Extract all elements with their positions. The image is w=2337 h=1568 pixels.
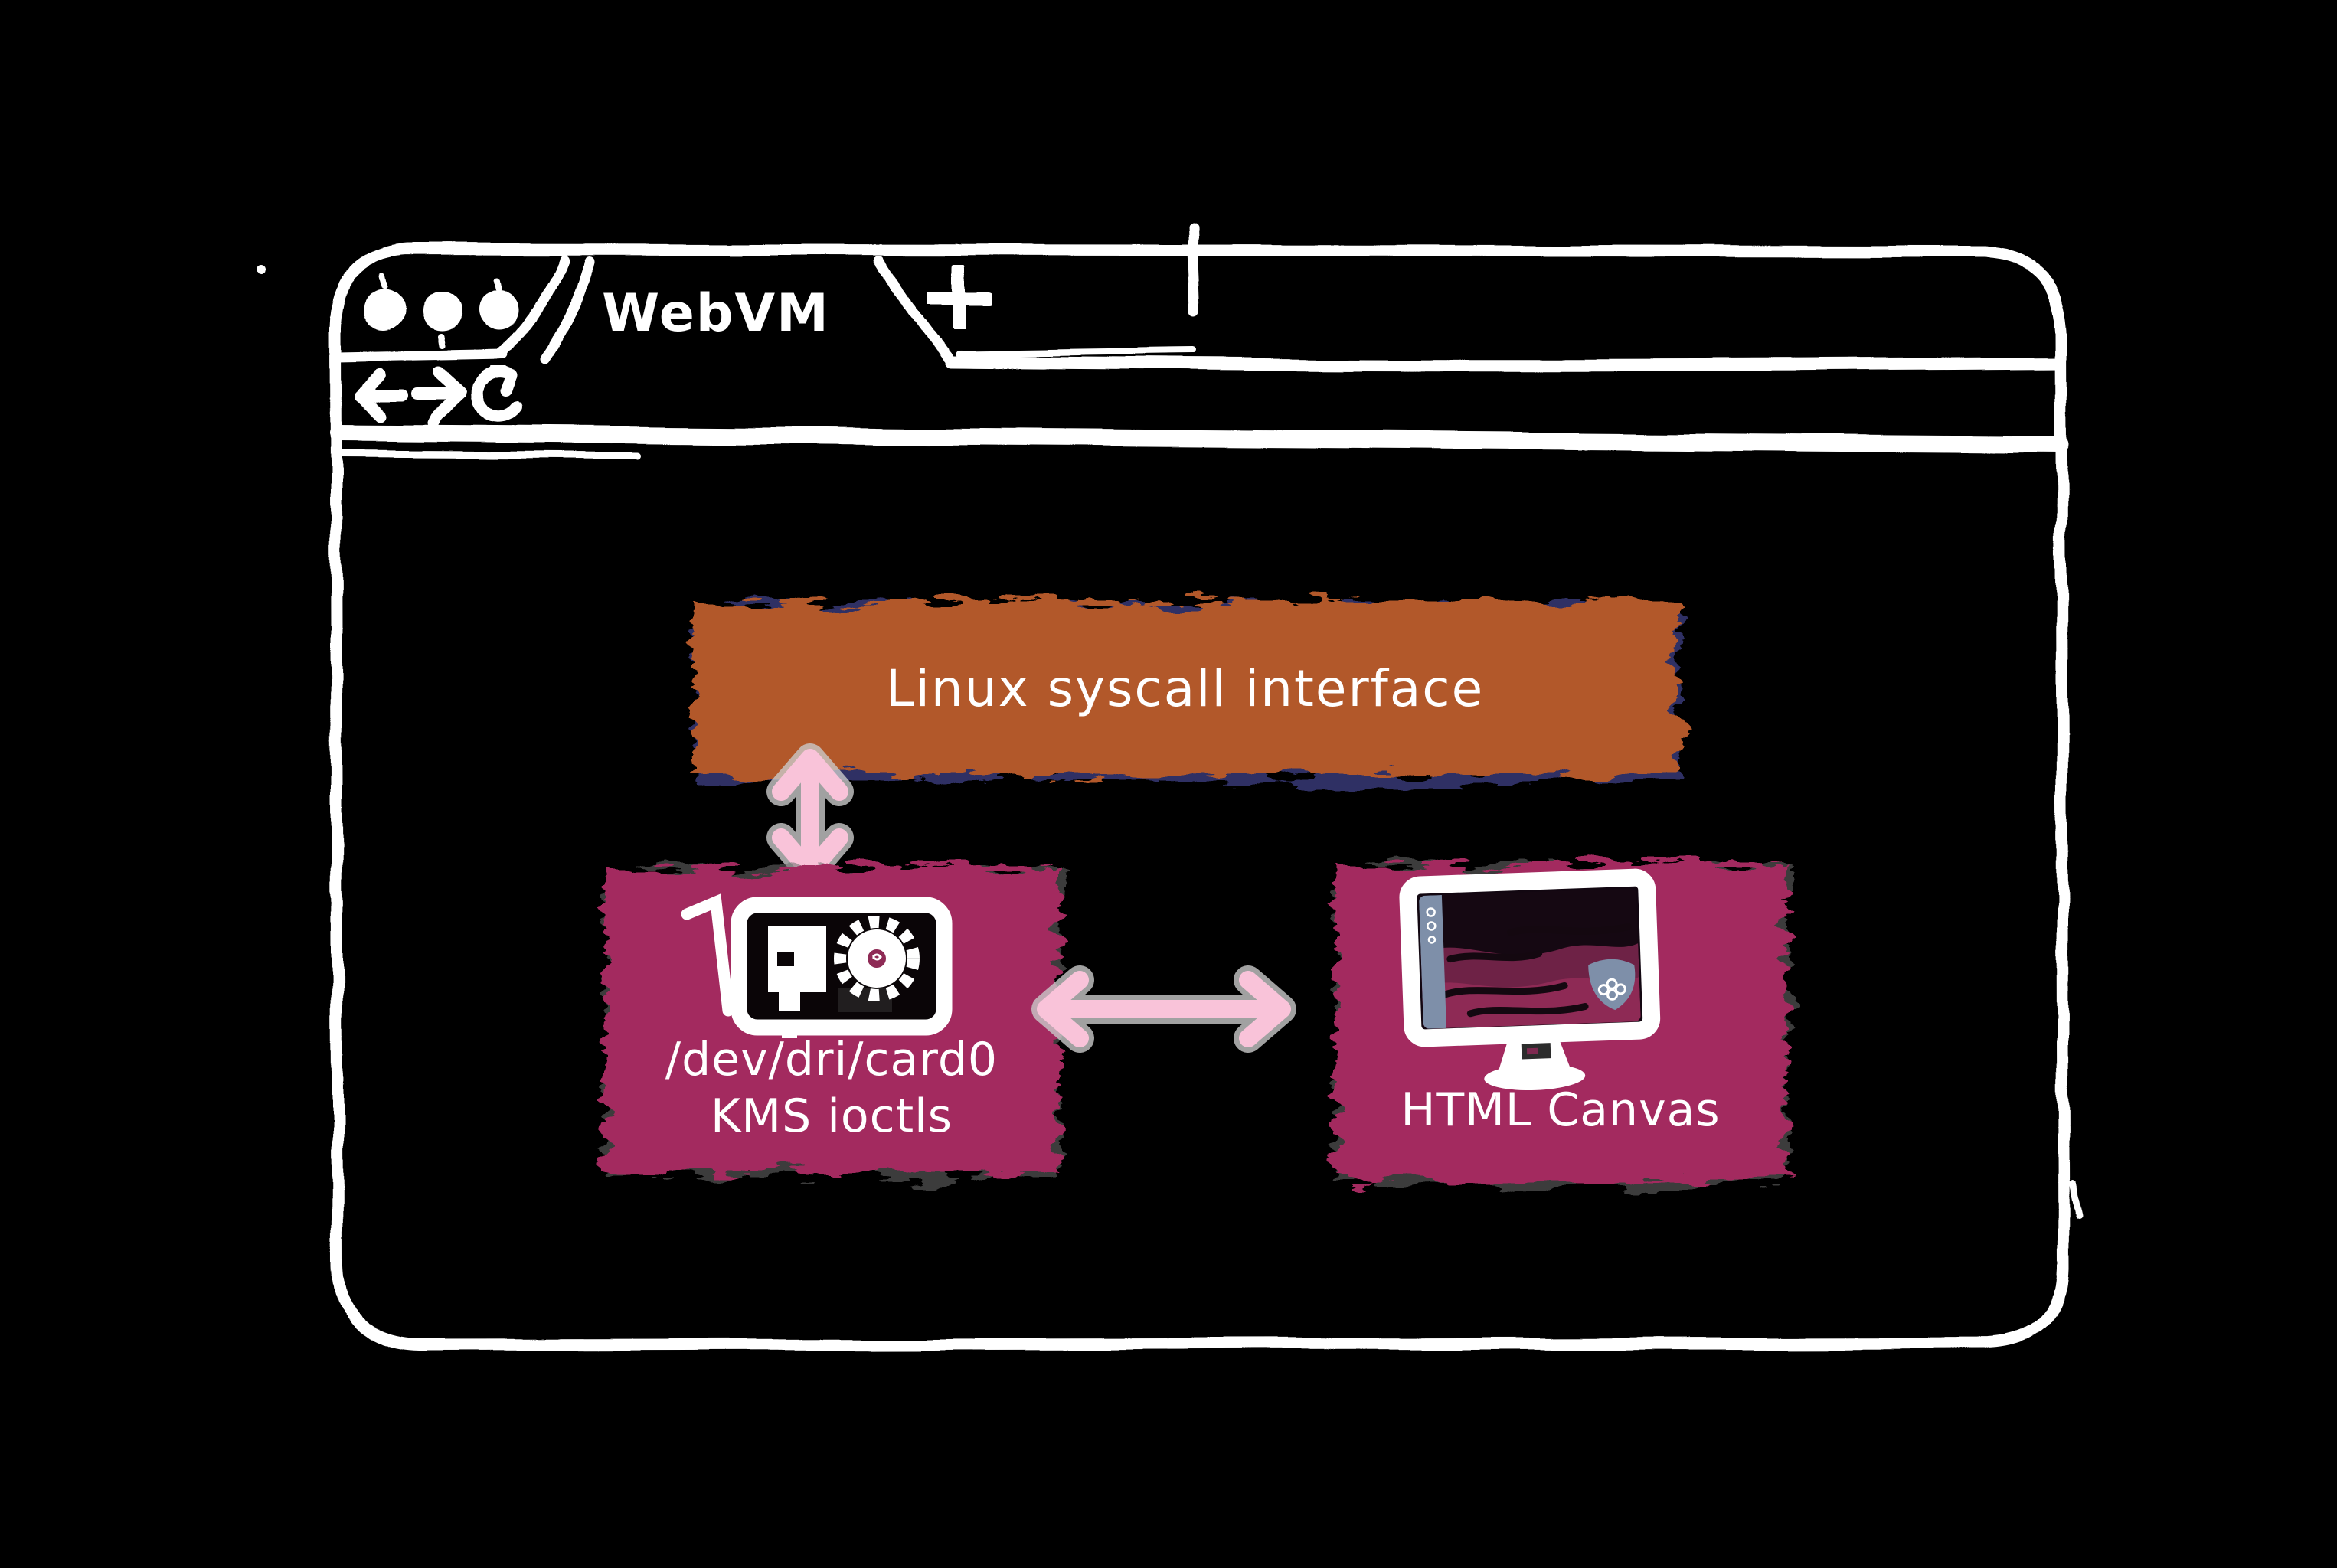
syscall-banner-label: Linux syscall interface <box>885 658 1485 718</box>
toolbar-divider <box>329 424 2069 453</box>
browser-tab[interactable]: WebVM <box>602 283 830 344</box>
canvas-box-label: HTML Canvas <box>1401 1083 1721 1137</box>
window-dot-icon[interactable] <box>479 290 519 330</box>
tabstrip-line-left <box>332 350 507 364</box>
pen-speck <box>2068 1181 2083 1220</box>
gpu-chip <box>768 926 826 992</box>
tab-title: WebVM <box>602 283 830 344</box>
monitor-base <box>1484 1063 1586 1091</box>
double-arrow-vertical-icon <box>766 743 854 886</box>
refresh-button[interactable] <box>470 362 522 423</box>
gpu-card-icon <box>681 893 953 1038</box>
screen-shield <box>1588 959 1636 1011</box>
banner-blob <box>693 601 1677 776</box>
arrow-left-icon <box>354 369 407 422</box>
kms-canvas-arrow <box>1031 965 1296 1053</box>
plus-icon <box>923 261 996 333</box>
window-frame <box>256 222 2083 1351</box>
monitor-screen-art <box>1418 888 1641 1029</box>
new-tab-button[interactable] <box>923 261 996 333</box>
pen-dot <box>256 264 265 273</box>
pen-tails <box>380 273 502 350</box>
kms-box-ioctls-label: KMS ioctls <box>710 1089 953 1143</box>
monitor-icon <box>1399 868 1661 1091</box>
screen-dock-bar <box>1418 894 1446 1029</box>
arrow-right-icon <box>410 368 466 429</box>
pen-tick <box>1186 222 1200 318</box>
double-arrow-horizontal-icon <box>1031 965 1296 1053</box>
canvas-box: HTML Canvas <box>1335 863 1788 1185</box>
traffic-lights <box>364 273 519 350</box>
window-dot-icon[interactable] <box>423 292 462 332</box>
forward-button[interactable] <box>410 368 466 429</box>
tabstrip-line-right <box>946 356 2066 371</box>
gpu-bracket <box>681 893 734 1017</box>
window-dot-icon[interactable] <box>364 289 405 331</box>
kms-box-path-label: /dev/dri/card0 <box>665 1033 999 1086</box>
syscall-banner: Linux syscall interface <box>693 601 1680 781</box>
kms-box: /dev/dri/card0 KMS ioctls <box>605 867 1061 1176</box>
back-button[interactable] <box>354 369 407 422</box>
syscall-kms-arrow <box>766 743 854 886</box>
refresh-icon <box>470 362 522 423</box>
